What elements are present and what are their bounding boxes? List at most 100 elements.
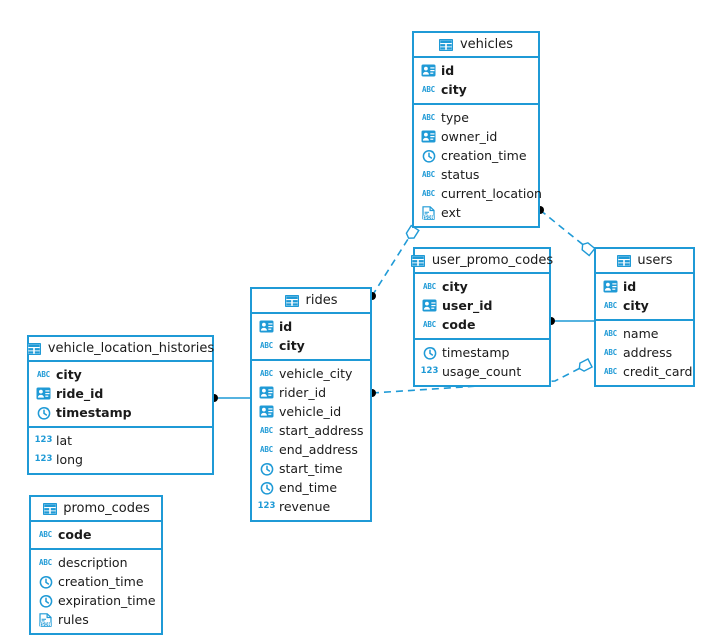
column-name-label: end_time [279,480,338,495]
abc-icon: ABC [422,113,435,122]
column-name-label: long [56,452,83,467]
abc-icon: ABC [604,301,617,310]
column-row[interactable]: expiration_time [31,591,161,610]
table-title-rides: rides [252,289,370,314]
clock-icon [38,593,53,608]
abc-icon: ABC [423,320,436,329]
column-name-label: vehicle_id [279,404,342,419]
column-name-label: usage_count [442,364,522,379]
column-row[interactable]: owner_id [414,127,538,146]
abc-icon: ABC [422,189,435,198]
number-icon: 123 [257,501,276,511]
abc-icon: ABC [260,426,273,435]
table-name-label: vehicle_location_histories [47,341,215,356]
column-name-label: lat [56,433,73,448]
svg-text:JSON: JSON [422,214,435,219]
column-name-label: creation_time [441,148,527,163]
column-name-label: id [279,319,293,334]
table-title-user_promo_codes: user_promo_codes [411,249,553,274]
abc-icon: ABC [39,558,52,567]
column-row-key[interactable]: user_id [415,296,549,315]
column-row-key[interactable]: timestamp [29,403,212,422]
table-name-label: promo_codes [63,501,150,516]
relationship-rel-upc-users[interactable] [547,317,594,325]
table-icon [439,37,454,52]
id-card-icon [421,63,436,78]
abc-icon: ABC [37,370,50,379]
abc-icon: ABC [423,282,436,291]
column-row[interactable]: timestamp [415,343,549,362]
column-row-key[interactable]: id [596,277,693,296]
column-name-label: user_id [442,298,493,313]
svg-text:JSON: JSON [39,621,52,626]
column-row[interactable]: ABC vehicle_city [252,364,370,383]
column-row[interactable]: end_time [252,478,370,497]
column-name-label: vehicle_city [279,366,353,381]
column-row-key[interactable]: ride_id [29,384,212,403]
abc-icon: ABC [260,369,273,378]
column-name-label: timestamp [442,345,510,360]
id-card-icon [422,298,437,313]
column-row[interactable]: rider_id [252,383,370,402]
table-icon [285,293,300,308]
relationship-target-marker [581,242,596,257]
column-name-label: city [279,338,305,353]
column-name-label: revenue [279,499,331,514]
column-row[interactable]: vehicle_id [252,402,370,421]
column-row-key[interactable]: id [252,317,370,336]
column-row[interactable]: creation_time [31,572,161,591]
column-name-label: id [441,63,455,78]
clock-icon [259,461,274,476]
column-row[interactable]: start_time [252,459,370,478]
relationship-rel-vlh-rides[interactable] [210,394,250,402]
table-name-label: users [637,253,673,268]
column-row-key[interactable]: id [414,61,538,80]
abc-icon: ABC [604,367,617,376]
column-row[interactable]: creation_time [414,146,538,165]
clock-icon [36,405,51,420]
table-title-vehicle_location_histories: vehicle_location_histories [27,337,215,362]
column-name-label: expiration_time [58,593,156,608]
table-icon [616,253,631,268]
relationship-line [539,209,593,253]
number-icon: 123 [34,435,53,445]
id-card-icon [259,404,274,419]
